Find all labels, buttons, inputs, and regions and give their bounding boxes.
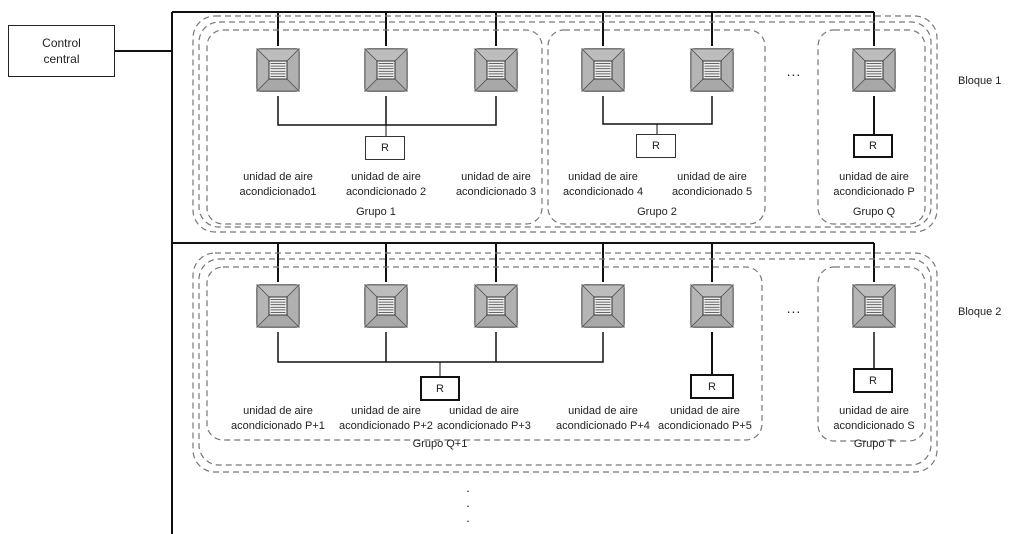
groupT-boundary	[817, 266, 926, 442]
remote-controller-groupT: R	[853, 368, 893, 393]
dashed-boundaries	[192, 15, 938, 473]
block2-inner-boundary	[198, 258, 932, 466]
groupQ-boundary	[817, 29, 926, 225]
group1-boundary	[206, 29, 543, 225]
block-label-2: Bloque 2	[958, 306, 1002, 318]
ac-unit-icon-2	[364, 48, 408, 92]
ac-unit-icon-P2	[364, 284, 408, 328]
ac-unit-icon-4	[581, 48, 625, 92]
ac-unit-icon-5	[690, 48, 734, 92]
remote-controller-group1: R	[365, 136, 405, 160]
ellipsis-block2: ...	[786, 300, 802, 316]
ac-unit-icon-P	[852, 48, 896, 92]
control-label-line2: central	[43, 52, 80, 66]
group-label-Q: Grupo Q	[852, 206, 896, 218]
ac-unit-icon-P4	[581, 284, 625, 328]
group-label-Q1: Grupo Q+1	[412, 438, 468, 450]
remote-controller-groupQ1: R	[420, 376, 460, 401]
control-central-box: Control central	[8, 25, 115, 77]
block2-boundary	[192, 252, 938, 473]
ac-unit-icon-P1	[256, 284, 300, 328]
ac-unit-icon-S	[852, 284, 896, 328]
ac-unit-icon-P3	[474, 284, 518, 328]
block-label-1: Bloque 1	[958, 75, 1002, 87]
ac-unit-icon-3	[474, 48, 518, 92]
bus-lines	[115, 11, 875, 534]
ac-unit-icon-P5	[690, 284, 734, 328]
control-label-line1: Control	[42, 36, 81, 50]
block1-boundary	[192, 15, 938, 233]
vertical-ellipsis: . . .	[466, 480, 470, 525]
remote-controller-unitP5: R	[690, 374, 734, 399]
remote-controller-groupQ: R	[853, 134, 893, 158]
groupQ1-boundary	[206, 266, 763, 441]
ac-unit-icon-1	[256, 48, 300, 92]
ellipsis-block1: ...	[786, 63, 802, 79]
remote-controller-group2: R	[636, 134, 676, 158]
group-label-T: Grupo T	[853, 438, 895, 450]
block1-inner-boundary	[198, 21, 932, 228]
group-label-2: Grupo 2	[637, 206, 677, 218]
remote-links	[277, 96, 875, 376]
group2-boundary	[547, 29, 766, 225]
group-label-1: Grupo 1	[356, 206, 396, 218]
